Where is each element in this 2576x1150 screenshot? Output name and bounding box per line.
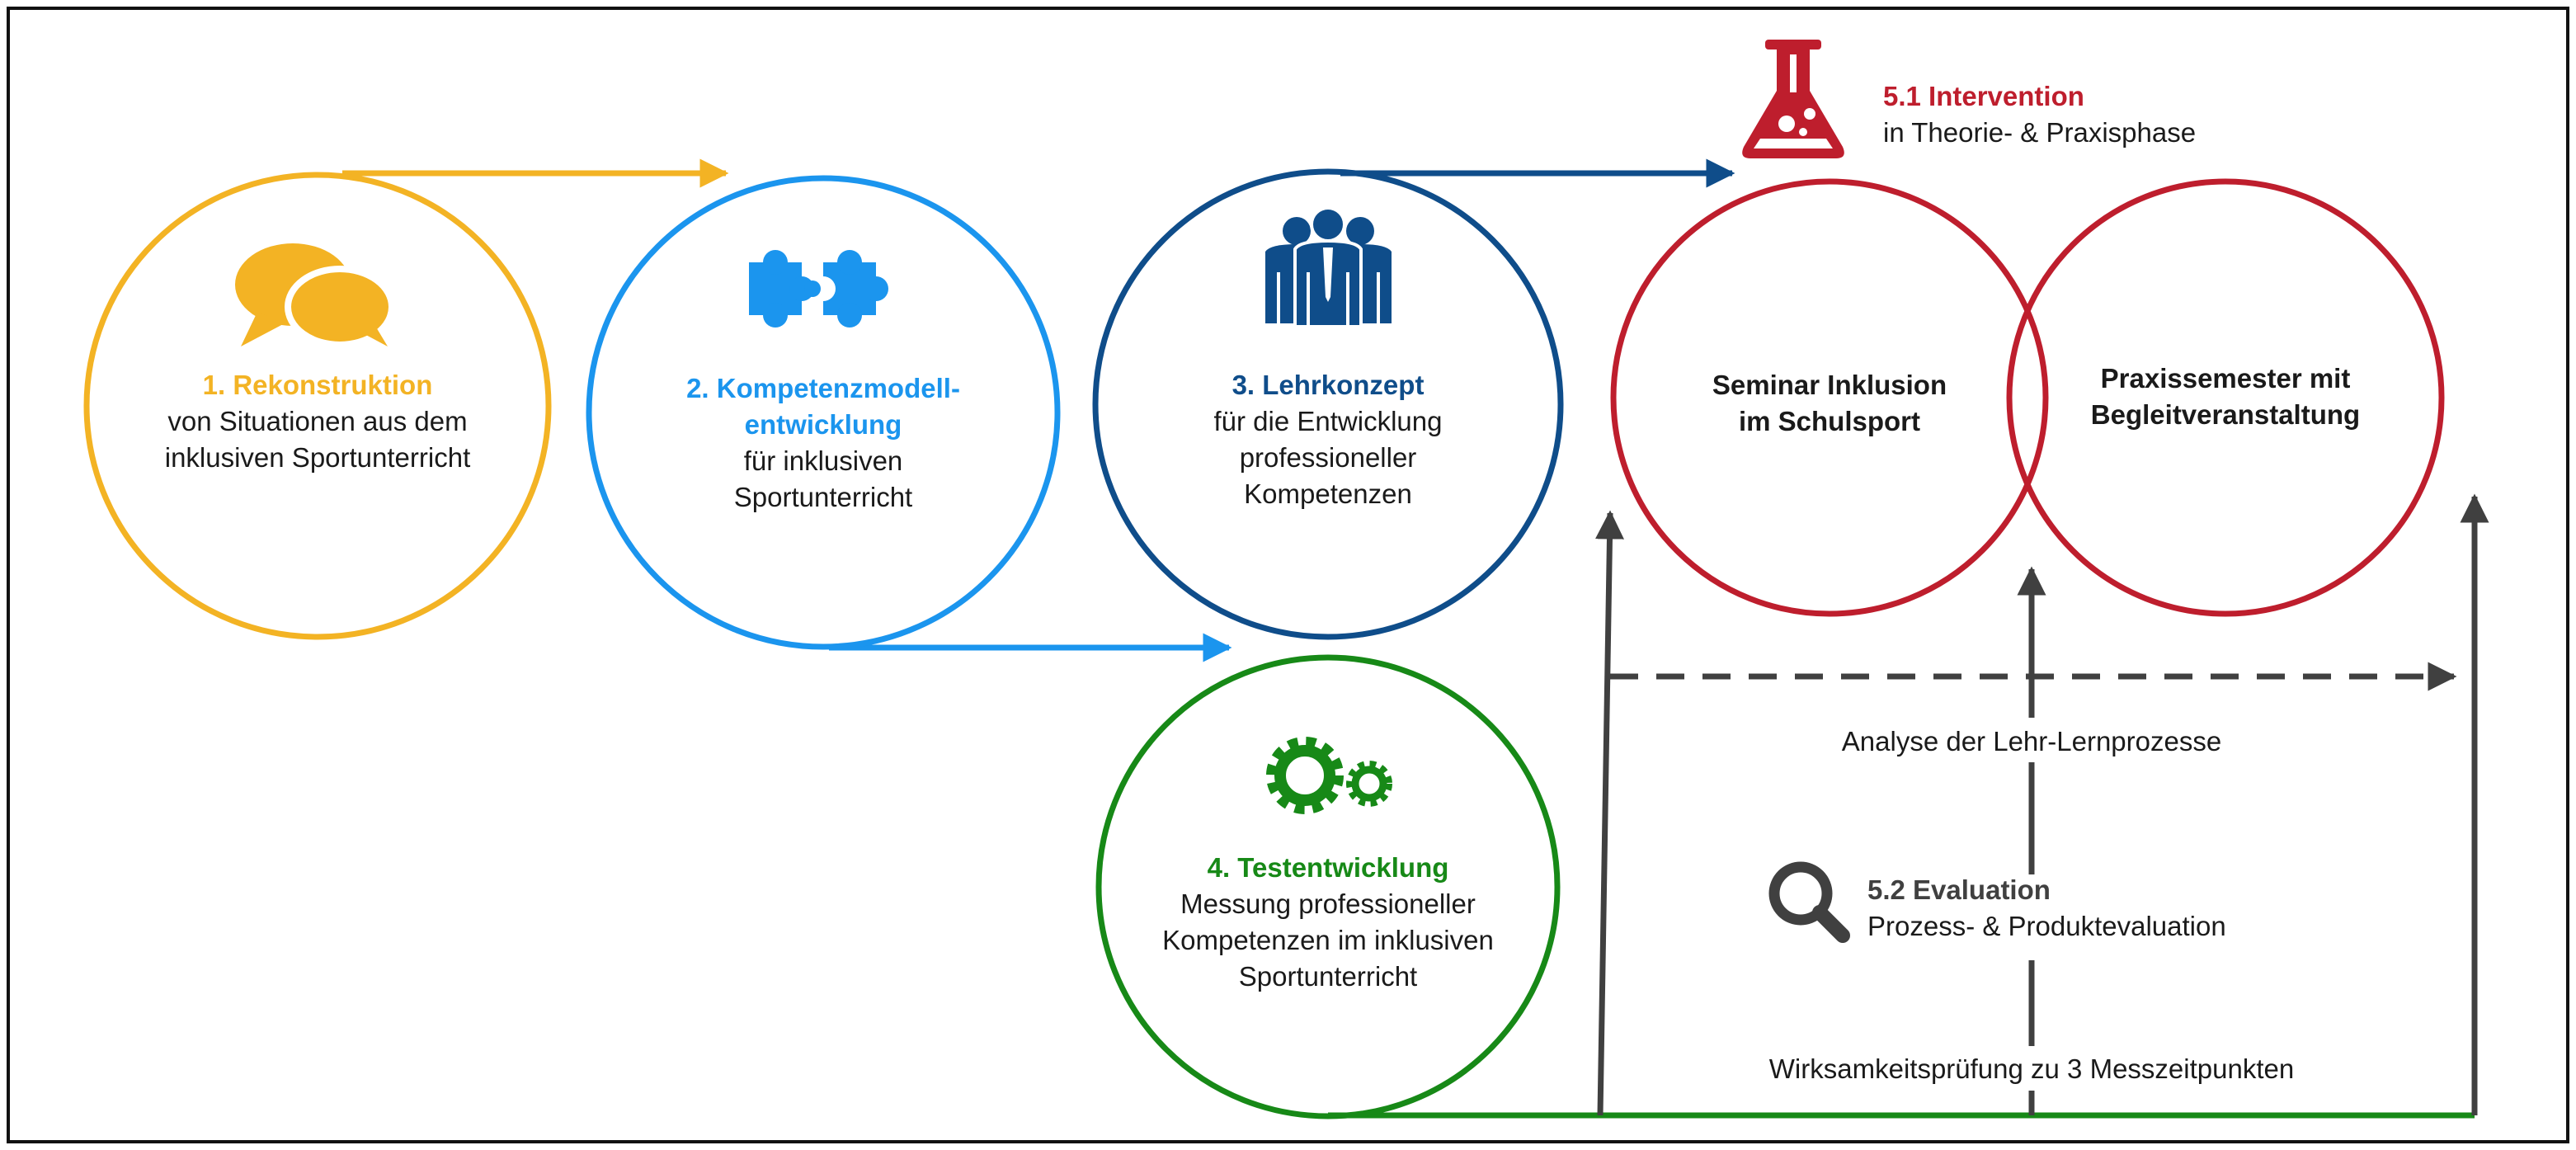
step-4-line-3: Sportunterricht	[1239, 961, 1417, 992]
seminar-label-1: Seminar Inklusion	[1712, 370, 1947, 400]
step-1-rekonstruktion: 1. Rekonstruktion von Situationen aus de…	[83, 158, 729, 640]
step-3-lehrkonzept: 3. Lehrkonzept für die Entwicklung profe…	[1092, 158, 1735, 640]
arrow-measurement-1	[1594, 510, 1624, 1116]
evaluation-title: 5.2 Evaluation	[1867, 874, 2051, 905]
gears-icon	[1266, 737, 1392, 814]
step-2-line-1: für inklusiven	[744, 445, 903, 476]
team-people-icon	[1265, 206, 1392, 328]
seminar-label-2: im Schulsport	[1739, 406, 1920, 436]
evaluation-section: Analyse der Lehr-Lernprozesse 5.2 Evalua…	[1594, 493, 2489, 1116]
intervention-subtitle: in Theorie- & Praxisphase	[1883, 117, 2196, 148]
seminar-circle	[1610, 178, 2049, 617]
step-1-circle	[83, 172, 552, 640]
step-3-line-1: für die Entwicklung	[1214, 406, 1443, 436]
step-4-testentwicklung: 4. Testentwicklung Messung professionell…	[1095, 654, 2475, 1119]
step-2-kompetenzmodell: 2. Kompetenzmodell- entwicklung für inkl…	[586, 175, 1232, 662]
step-1-line-2: inklusiven Sportunterricht	[165, 442, 471, 473]
puzzle-pieces-icon	[749, 250, 888, 328]
praxissemester-circle	[2006, 178, 2445, 617]
intervention-section: 5.1 Intervention in Theorie- & Praxispha…	[1610, 40, 2445, 617]
step-4-line-2: Kompetenzen im inklusiven	[1162, 925, 1494, 955]
step-2-line-2: Sportunterricht	[734, 482, 912, 512]
step-2-title-1: 2. Kompetenzmodell-	[686, 373, 960, 403]
step-3-circle	[1092, 168, 1564, 640]
step-3-line-2: professioneller	[1240, 442, 1417, 473]
step-1-line-1: von Situationen aus dem	[167, 406, 467, 436]
step-3-line-3: Kompetenzen	[1244, 478, 1412, 509]
step-2-circle	[586, 175, 1061, 650]
intervention-title: 5.1 Intervention	[1883, 81, 2084, 111]
speech-bubbles-icon	[235, 243, 395, 348]
measurement-label: Wirksamkeitsprüfung zu 3 Messzeitpunkten	[1769, 1053, 2294, 1084]
diagram-frame	[7, 7, 2569, 1143]
step-4-title: 4. Testentwicklung	[1208, 852, 1449, 883]
praxissemester-label-2: Begleitveranstaltung	[2091, 399, 2360, 430]
magnifier-icon	[1768, 861, 1850, 943]
step-4-line-1: Messung professioneller	[1180, 888, 1476, 919]
step-3-title: 3. Lehrkonzept	[1232, 370, 1425, 400]
praxissemester-label-1: Praxissemester mit	[2101, 363, 2351, 394]
flask-icon	[1742, 40, 1844, 158]
evaluation-subtitle: Prozess- & Produktevaluation	[1867, 911, 2226, 941]
step-4-circle	[1095, 654, 1561, 1119]
step-2-title-2: entwicklung	[745, 409, 902, 440]
analysis-label: Analyse der Lehr-Lernprozesse	[1842, 726, 2221, 756]
step-1-title: 1. Rekonstruktion	[203, 370, 433, 400]
